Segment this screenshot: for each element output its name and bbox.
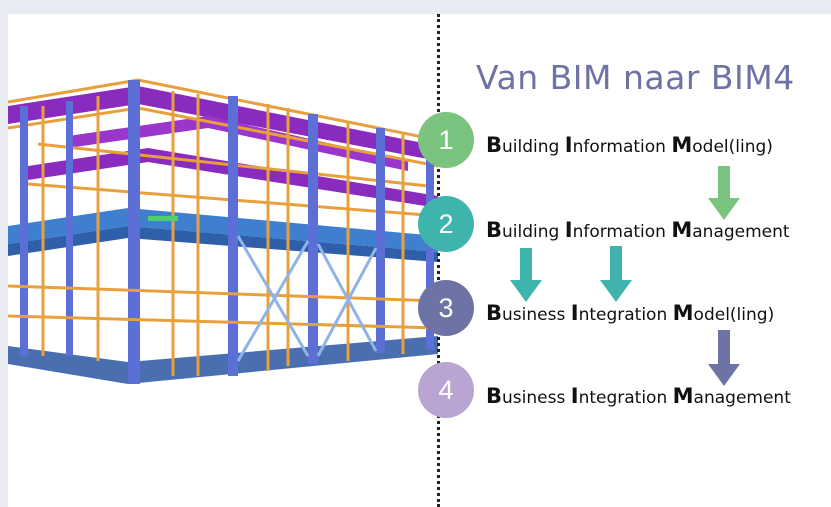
step-label-3: Business Integration Model(ling) [486, 301, 775, 325]
arrow-m3-to-m4 [708, 330, 740, 386]
roof-beam-purple [8, 86, 438, 161]
arrow-m1-to-m2 [708, 166, 740, 220]
slide-title: Van BIM naar BIM4 [476, 58, 795, 97]
middle-floor-slab [8, 208, 438, 252]
step-circle-2: 2 [418, 196, 474, 252]
step-label-4: Business Integration Management [486, 384, 791, 408]
steel-frame-building-illustration [8, 78, 438, 384]
step-circle-3: 3 [418, 280, 474, 336]
dotted-divider [437, 14, 440, 507]
step-label-1: Building Information Model(ling) [486, 133, 773, 157]
step-circle-4: 4 [418, 362, 474, 418]
step-label-2: Building Information Management [486, 218, 790, 242]
arrow-b2-to-b3 [510, 248, 542, 302]
ground-slab [8, 336, 438, 384]
arrow-i2-to-i3 [600, 246, 632, 302]
step-circle-1: 1 [418, 112, 474, 168]
